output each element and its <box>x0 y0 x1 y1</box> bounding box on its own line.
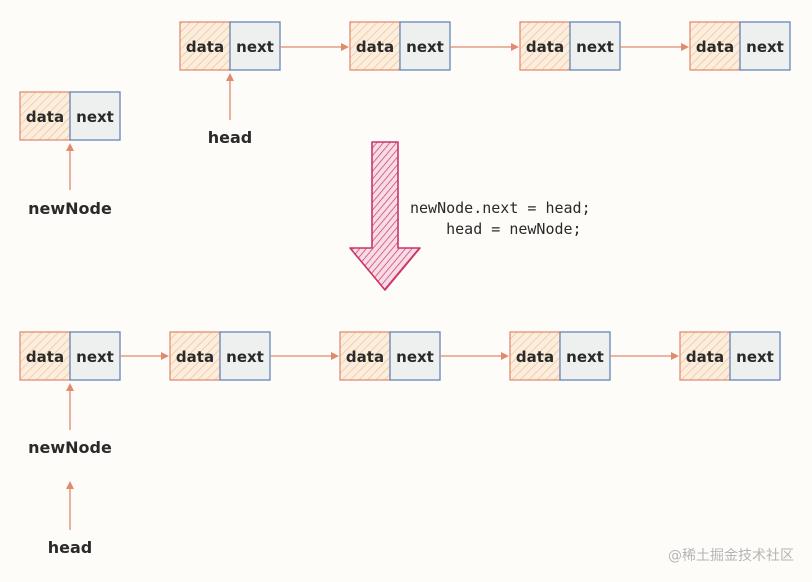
bottom-link-arrow-3 <box>440 352 509 360</box>
top-node-4-data-label: data <box>696 38 734 56</box>
bottom-node-4: data next <box>509 331 611 381</box>
bottom-node-2-next-label: next <box>226 348 264 366</box>
bottom-link-arrow-4 <box>610 352 679 360</box>
bottom-node-3: data next <box>339 331 441 381</box>
new-node-pointer-arrow <box>66 143 74 190</box>
top-node-1: data next <box>179 21 281 71</box>
top-node-4-next-label: next <box>746 38 784 56</box>
bottom-new-node-pointer-arrow <box>66 383 74 430</box>
top-node-2-data <box>349 21 401 71</box>
top-node-2: data next <box>349 21 451 71</box>
bottom-node-5-next <box>729 331 781 381</box>
bottom-node-4-next-label: next <box>566 348 604 366</box>
bottom-new-node-label: newNode <box>28 438 112 457</box>
bottom-node-5-data <box>679 331 731 381</box>
bottom-link-arrow-1 <box>120 352 169 360</box>
top-node-2-data-label: data <box>356 38 394 56</box>
top-node-3-data-label: data <box>526 38 564 56</box>
bottom-node-3-next-label: next <box>396 348 434 366</box>
watermark: @稀土掘金技术社区 <box>668 548 794 564</box>
standalone-new-node: data next newNode <box>19 91 121 218</box>
transition-arrow <box>349 141 421 291</box>
bottom-node-1-data <box>19 331 71 381</box>
bottom-node-5-data-label: data <box>686 348 724 366</box>
code-line-2: head = newNode; <box>410 220 582 238</box>
bottom-head-pointer-arrow <box>66 481 74 530</box>
new-node-next-label: next <box>76 108 114 126</box>
code-line-1: newNode.next = head; <box>410 199 591 217</box>
new-node-pointer-label: newNode <box>28 199 112 218</box>
code-snippet: newNode.next = head; head = newNode; <box>410 199 591 238</box>
top-link-arrow-1 <box>280 43 349 51</box>
bottom-node-2-data-label: data <box>176 348 214 366</box>
bottom-node-1-data-label: data <box>26 348 64 366</box>
top-head-pointer-arrow <box>226 73 234 120</box>
bottom-node-5-next-label: next <box>736 348 774 366</box>
top-node-3-next <box>569 21 621 71</box>
top-node-1-next <box>229 21 281 71</box>
bottom-node-1: data next <box>19 331 121 381</box>
bottom-node-2-data <box>169 331 221 381</box>
bottom-link-arrow-2 <box>270 352 339 360</box>
new-node-data <box>19 91 71 141</box>
bottom-node-5: data next <box>679 331 781 381</box>
top-node-2-next-label: next <box>406 38 444 56</box>
top-node-1-data <box>179 21 231 71</box>
top-node-3-next-label: next <box>576 38 614 56</box>
bottom-node-1-next-label: next <box>76 348 114 366</box>
bottom-node-4-data <box>509 331 561 381</box>
top-node-2-next <box>399 21 451 71</box>
top-node-1-data-label: data <box>186 38 224 56</box>
new-node-data-label: data <box>26 108 64 126</box>
bottom-node-2: data next <box>169 331 271 381</box>
bottom-list: data next data next data next data next … <box>19 331 781 557</box>
top-node-4: data next <box>689 21 791 71</box>
top-head-label: head <box>208 128 253 147</box>
bottom-node-4-data-label: data <box>516 348 554 366</box>
bottom-node-3-next <box>389 331 441 381</box>
bottom-node-3-data-label: data <box>346 348 384 366</box>
top-link-arrow-2 <box>450 43 519 51</box>
top-node-4-data <box>689 21 741 71</box>
top-node-3: data next <box>519 21 621 71</box>
top-list: data next data next data next data next <box>179 21 791 147</box>
new-node-next <box>69 91 121 141</box>
top-node-4-next <box>739 21 791 71</box>
bottom-node-2-next <box>219 331 271 381</box>
top-node-1-next-label: next <box>236 38 274 56</box>
bottom-head-label: head <box>48 538 93 557</box>
top-node-3-data <box>519 21 571 71</box>
top-link-arrow-3 <box>620 43 689 51</box>
